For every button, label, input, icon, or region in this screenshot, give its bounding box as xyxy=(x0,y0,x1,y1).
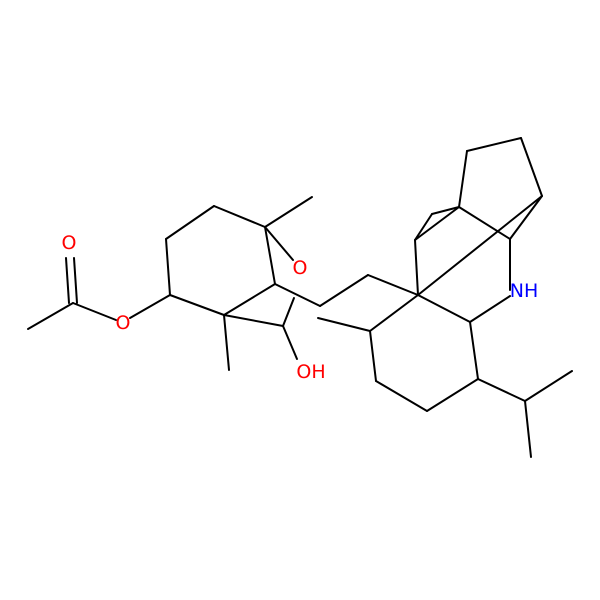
carbonyl-oxygen-label: O xyxy=(62,232,77,254)
bond-layer xyxy=(27,137,573,458)
bond-line xyxy=(73,257,78,304)
bond-line xyxy=(317,317,371,332)
hydroxyl-label: OH xyxy=(296,361,325,383)
bond-line xyxy=(169,294,225,316)
bond-line xyxy=(417,294,471,323)
bond-line xyxy=(524,400,532,458)
bond-line xyxy=(458,206,511,240)
bond-line xyxy=(414,213,433,241)
bond-line xyxy=(264,226,276,285)
bond-line xyxy=(431,206,460,215)
bond-line xyxy=(509,195,543,240)
bond-line xyxy=(458,150,468,208)
bond-line xyxy=(264,196,313,228)
bond-line xyxy=(223,314,284,327)
bond-line xyxy=(165,205,215,240)
bond-line xyxy=(223,314,230,371)
atom-label-layer: O O O OH NH xyxy=(62,232,539,383)
bond-line xyxy=(375,380,428,412)
bond-line xyxy=(213,205,266,228)
bond-line xyxy=(264,226,294,261)
bond-line xyxy=(27,302,74,330)
bond-line xyxy=(520,137,543,197)
bond-line xyxy=(367,274,419,296)
ether-oxygen-label: O xyxy=(293,257,308,279)
bond-line xyxy=(469,321,479,380)
bond-line xyxy=(466,137,522,152)
bond-line xyxy=(417,195,543,296)
bond-line xyxy=(477,378,526,402)
bond-line xyxy=(369,294,419,332)
bond-line xyxy=(414,206,460,241)
bond-line xyxy=(65,257,70,304)
ester-oxygen-label: O xyxy=(116,312,131,334)
bond-line xyxy=(282,297,295,327)
bond-line xyxy=(414,239,419,296)
bond-line xyxy=(469,295,511,323)
amine-label: NH xyxy=(510,280,539,302)
bond-line xyxy=(319,274,369,307)
bond-line xyxy=(223,283,276,316)
bond-line xyxy=(282,325,298,360)
bond-line xyxy=(165,238,171,296)
bond-line xyxy=(129,294,171,319)
bond-line xyxy=(72,302,117,321)
bond-line xyxy=(426,378,479,412)
bond-line xyxy=(524,370,573,402)
bond-line xyxy=(274,283,321,307)
bond-line xyxy=(369,330,377,382)
